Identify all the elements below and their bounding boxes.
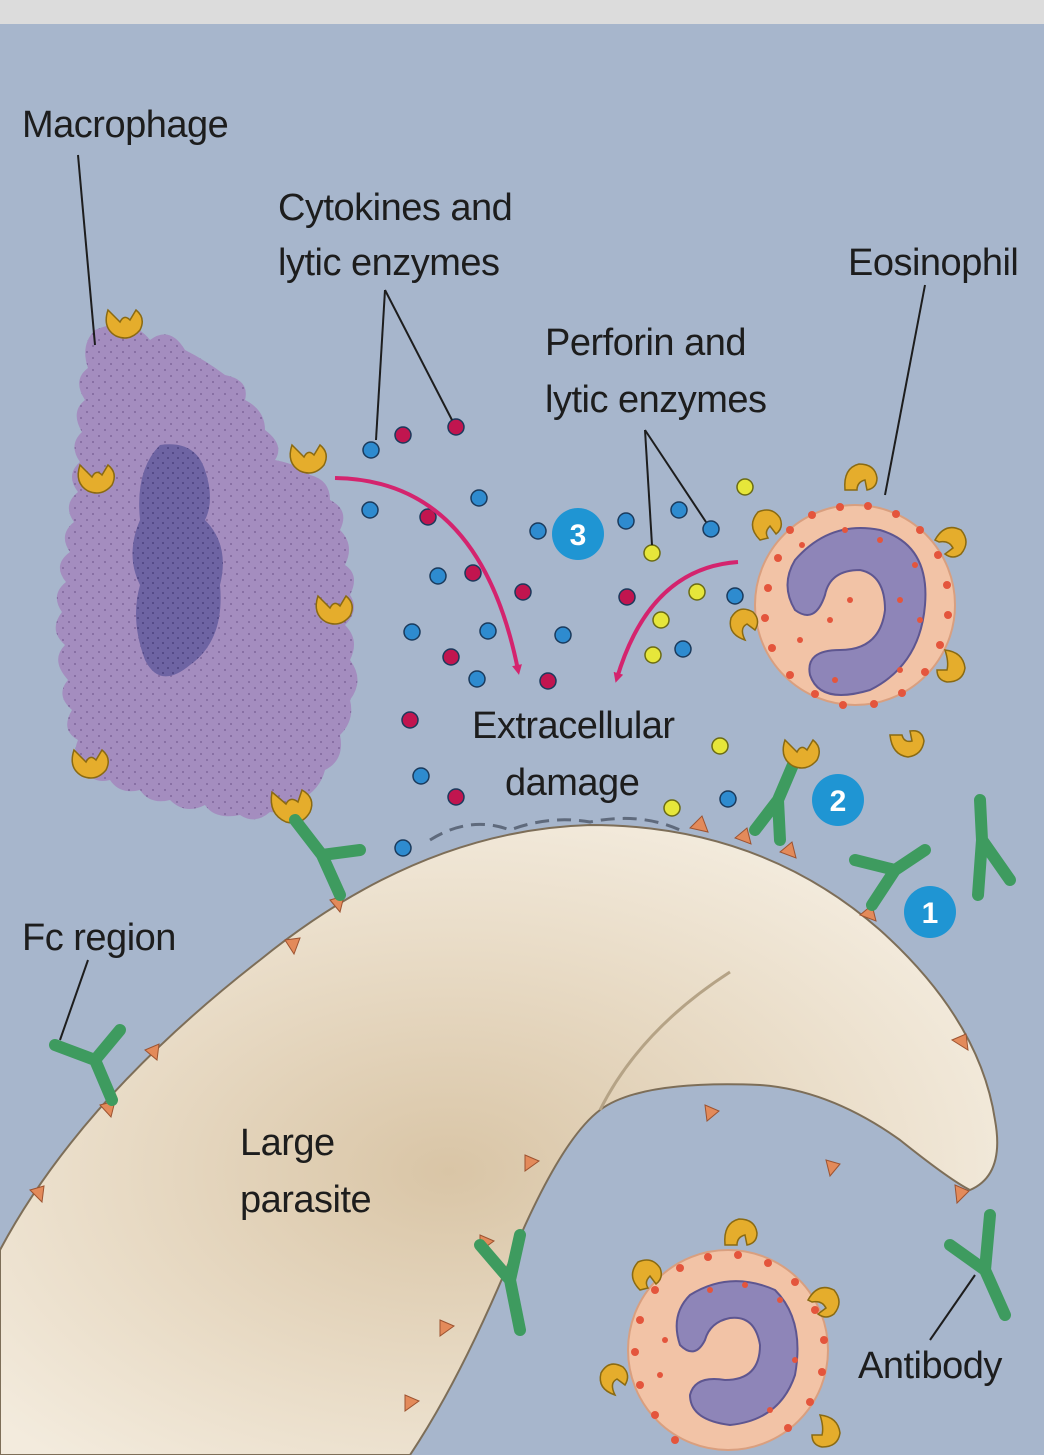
step-badge-2: 2 [812, 774, 864, 826]
label-macrophage: Macrophage [22, 104, 228, 146]
step-badge-1: 1 [904, 886, 956, 938]
label-parasite-line1: Large [240, 1122, 335, 1164]
step-badge-3: 3 [552, 508, 604, 560]
label-extracellular-line1: Extracellular [472, 705, 675, 747]
label-cytokines-line1: Cytokines and [278, 187, 512, 229]
label-extracellular-line2: damage [505, 762, 639, 804]
label-perforin-line1: Perforin and [545, 322, 746, 364]
label-parasite-line2: parasite [240, 1179, 371, 1221]
label-fc-region: Fc region [22, 917, 176, 959]
label-antibody: Antibody [858, 1345, 1002, 1387]
svg-text:3: 3 [570, 519, 587, 552]
svg-text:2: 2 [830, 785, 847, 818]
label-eosinophil: Eosinophil [848, 242, 1018, 284]
label-perforin-line2: lytic enzymes [545, 379, 767, 421]
svg-text:1: 1 [922, 897, 939, 930]
label-cytokines-line2: lytic enzymes [278, 242, 500, 284]
